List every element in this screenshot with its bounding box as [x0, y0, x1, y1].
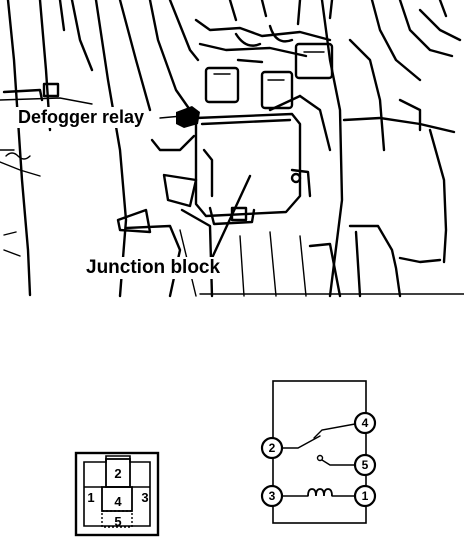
connector-pin-2: 2 — [114, 466, 121, 481]
terminal-5: 5 — [362, 458, 369, 472]
defogger-relay-label: Defogger relay — [16, 107, 147, 128]
relay-leader-line — [159, 115, 183, 119]
connector-pin-labels: 1 2 3 4 5 — [87, 466, 148, 529]
connector-pin-4: 4 — [114, 494, 122, 509]
schematic-terminal-labels: 2 4 5 3 1 — [269, 416, 369, 503]
relay-connector-face — [74, 451, 160, 537]
connector-pin-5: 5 — [114, 514, 121, 529]
junction-block-label: Junction block — [84, 257, 223, 279]
connector-pin-3: 3 — [141, 490, 148, 505]
relay-schematic — [260, 380, 377, 524]
dashboard-illustration — [0, 0, 464, 298]
connector-pin-1: 1 — [87, 490, 94, 505]
terminal-1: 1 — [362, 489, 369, 503]
terminal-3: 3 — [269, 489, 276, 503]
terminal-4: 4 — [362, 416, 369, 430]
junction-block-leader-line — [210, 174, 252, 260]
terminal-2: 2 — [269, 441, 276, 455]
